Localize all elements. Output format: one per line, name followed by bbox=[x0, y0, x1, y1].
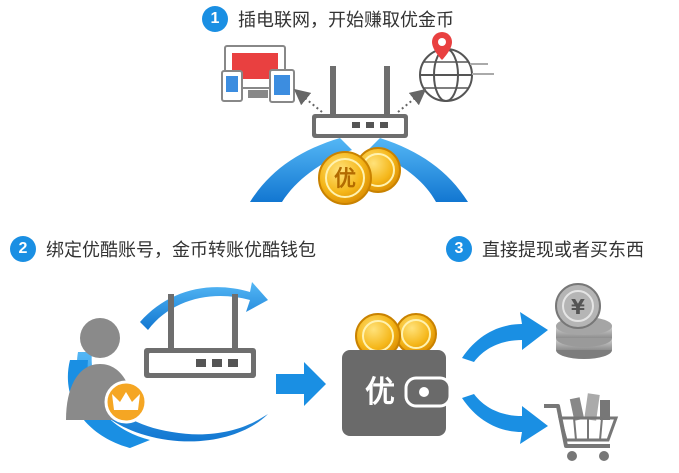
yuan-glyph: ¥ bbox=[571, 295, 585, 319]
silver-coins-icon: ¥ bbox=[555, 283, 612, 359]
curved-arrow-up bbox=[462, 312, 548, 362]
step-1-number: 1 bbox=[202, 6, 228, 32]
router-icon-2 bbox=[144, 294, 256, 378]
step-1-text: 插电联网，开始赚取优金币 bbox=[238, 10, 454, 30]
arrow-right-icon bbox=[276, 362, 326, 406]
shopping-cart-icon bbox=[544, 393, 619, 461]
step-2-number: 2 bbox=[10, 236, 36, 262]
step-3-text: 直接提现或者买东西 bbox=[482, 240, 644, 260]
wallet-icon: 优 bbox=[342, 350, 452, 436]
step-3: 3 直接提现或者买东西 bbox=[446, 236, 644, 262]
crown-badge-icon bbox=[104, 380, 148, 424]
step-2-text: 绑定优酷账号，金币转账优酷钱包 bbox=[46, 240, 316, 260]
step-3-number: 3 bbox=[446, 236, 472, 262]
coin-glyph: 优 bbox=[334, 166, 356, 192]
step-2: 2 绑定优酷账号，金币转账优酷钱包 bbox=[10, 236, 316, 262]
gold-coins-icon: 优 bbox=[318, 147, 401, 205]
step-1: 1 插电联网，开始赚取优金币 bbox=[202, 6, 454, 32]
curved-arrow-down bbox=[462, 394, 548, 444]
devices-icon bbox=[221, 45, 295, 103]
blue-wave-left bbox=[250, 138, 352, 202]
wallet-glyph: 优 bbox=[365, 375, 395, 410]
globe-location-icon bbox=[419, 32, 494, 102]
router-icon bbox=[312, 66, 408, 138]
blue-arc-top bbox=[140, 282, 268, 330]
wallet-coins-icon bbox=[355, 313, 437, 359]
